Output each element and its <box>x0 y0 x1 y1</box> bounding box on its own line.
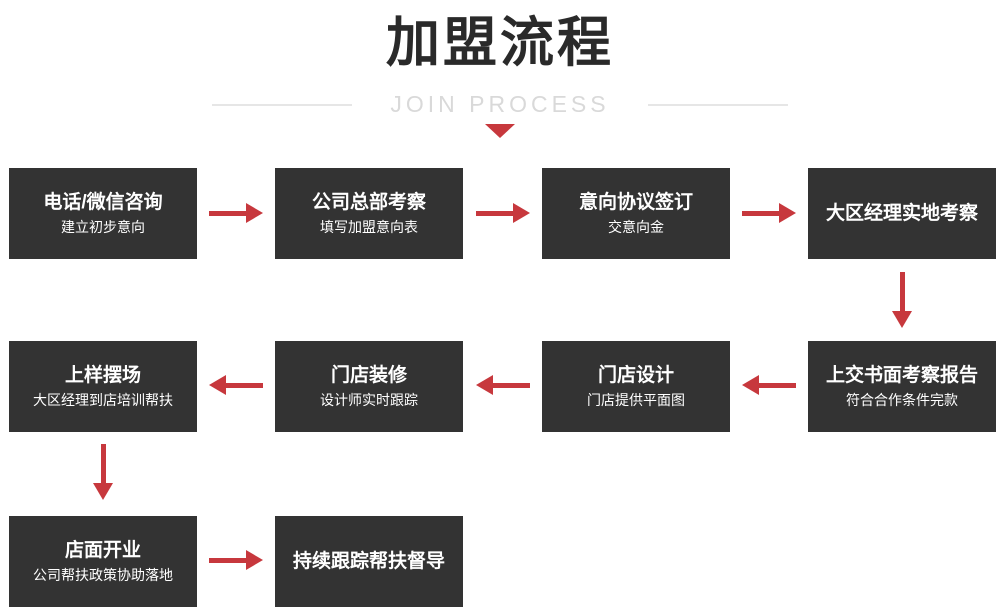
divider-line-right <box>647 103 788 106</box>
page-subtitle: JOIN PROCESS <box>390 91 610 117</box>
arrow-right-icon <box>742 203 796 223</box>
triangle-down-icon <box>485 124 515 138</box>
step-box-10: 持续跟踪帮扶督导 <box>275 516 463 607</box>
arrow-stem <box>209 557 246 563</box>
step-title: 门店装修 <box>330 365 407 386</box>
step-box-3: 意向协议签订 交意向金 <box>542 168 730 259</box>
step-title: 上样摆场 <box>64 365 141 386</box>
arrow-stem <box>476 210 513 216</box>
step-title: 门店设计 <box>597 365 674 386</box>
arrow-stem <box>759 382 796 388</box>
step-title: 公司总部考察 <box>311 192 426 213</box>
arrow-head <box>513 203 530 223</box>
step-title: 上交书面考察报告 <box>825 365 978 386</box>
page-subtitle-row: JOIN PROCESS <box>0 91 1000 118</box>
step-subtitle: 大区经理到店培训帮扶 <box>33 392 173 408</box>
step-box-7: 门店装修 设计师实时跟踪 <box>275 341 463 432</box>
step-subtitle: 填写加盟意向表 <box>320 219 418 235</box>
step-box-9: 店面开业 公司帮扶政策协助落地 <box>9 516 197 607</box>
arrow-head <box>742 375 759 395</box>
arrow-stem <box>899 272 905 311</box>
arrow-head <box>246 203 263 223</box>
arrow-stem <box>493 382 530 388</box>
arrow-left-icon <box>476 375 530 395</box>
step-box-2: 公司总部考察 填写加盟意向表 <box>275 168 463 259</box>
arrow-down-icon <box>892 272 912 328</box>
arrow-left-icon <box>209 375 263 395</box>
arrow-head <box>246 550 263 570</box>
step-subtitle: 门店提供平面图 <box>587 392 685 408</box>
step-subtitle: 交意向金 <box>608 219 664 235</box>
step-box-1: 电话/微信咨询 建立初步意向 <box>9 168 197 259</box>
arrow-head <box>892 311 912 328</box>
step-box-5: 上交书面考察报告 符合合作条件完款 <box>808 341 996 432</box>
arrow-stem <box>100 444 106 483</box>
arrow-right-icon <box>209 550 263 570</box>
arrow-right-icon <box>476 203 530 223</box>
step-title: 电话/微信咨询 <box>43 192 163 213</box>
step-box-4: 大区经理实地考察 <box>808 168 996 259</box>
arrow-stem <box>226 382 263 388</box>
arrow-stem <box>209 210 246 216</box>
step-title: 大区经理实地考察 <box>825 203 978 224</box>
arrow-stem <box>742 210 779 216</box>
step-subtitle: 建立初步意向 <box>61 219 145 235</box>
arrow-left-icon <box>742 375 796 395</box>
divider-line-left <box>212 103 353 106</box>
arrow-head <box>93 483 113 500</box>
step-box-8: 上样摆场 大区经理到店培训帮扶 <box>9 341 197 432</box>
step-title: 持续跟踪帮扶督导 <box>292 551 445 572</box>
step-title: 店面开业 <box>64 540 141 561</box>
step-subtitle: 设计师实时跟踪 <box>320 392 418 408</box>
step-subtitle: 符合合作条件完款 <box>846 392 958 408</box>
arrow-head <box>476 375 493 395</box>
arrow-head <box>779 203 796 223</box>
step-subtitle: 公司帮扶政策协助落地 <box>33 567 173 583</box>
step-title: 意向协议签订 <box>578 192 693 213</box>
page-title: 加盟流程 <box>386 13 614 73</box>
step-box-6: 门店设计 门店提供平面图 <box>542 341 730 432</box>
arrow-right-icon <box>209 203 263 223</box>
arrow-down-icon <box>93 444 113 500</box>
arrow-head <box>209 375 226 395</box>
